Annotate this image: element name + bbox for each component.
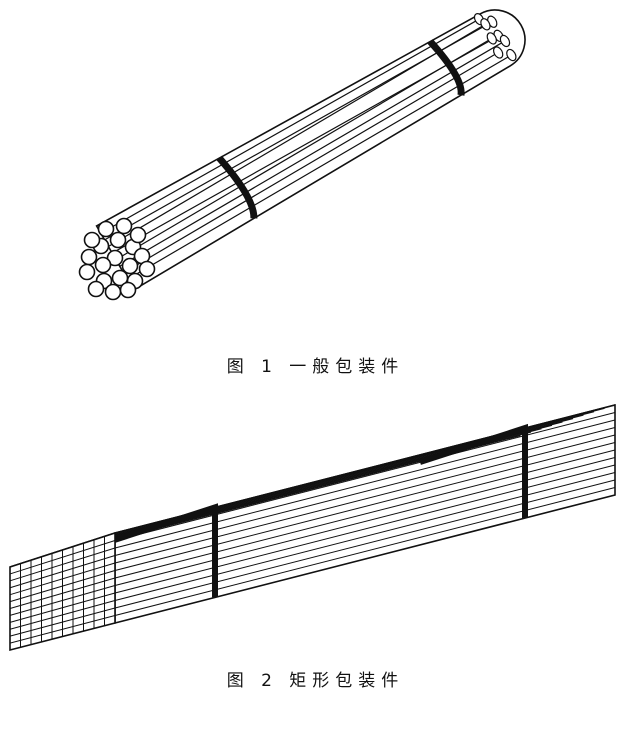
bar-line	[126, 54, 512, 280]
side-face-line	[114, 427, 616, 556]
side-face-line	[114, 487, 616, 616]
grid-row-line	[9, 585, 116, 616]
grid-row-line	[9, 555, 116, 589]
front-bar-end	[119, 281, 137, 299]
far-bar-end	[499, 34, 511, 48]
grid-row-line	[9, 547, 116, 582]
bar-line	[119, 40, 506, 267]
grid-row-line	[9, 615, 116, 644]
front-bar-end	[78, 263, 96, 281]
strap-front	[109, 503, 218, 598]
front-bar-end	[104, 283, 122, 301]
front-bar-end	[138, 260, 156, 278]
figure-rectangular-bundle	[0, 395, 631, 660]
bar-line	[108, 23, 486, 247]
front-bar-end	[87, 280, 105, 298]
front-bar-end	[129, 226, 147, 244]
strap-back	[419, 423, 528, 519]
grid-row-line	[9, 607, 116, 637]
far-bar-end	[480, 18, 491, 31]
grid-row-line	[9, 562, 116, 596]
front-bar-end	[83, 231, 101, 249]
grid-row-line	[9, 540, 116, 575]
front-bar-end	[97, 220, 115, 238]
caption-figure-2: 图 2 矩形包装件	[226, 671, 405, 691]
side-face-line	[114, 442, 616, 571]
front-bar-end	[109, 231, 127, 249]
bar-line	[100, 18, 480, 234]
round-bundle-drawing	[78, 9, 526, 301]
rectangular-bundle-drawing	[9, 403, 616, 652]
front-bar-end	[106, 249, 124, 267]
far-bar-ends	[473, 13, 517, 62]
side-face-line	[114, 449, 616, 579]
bundle-silhouette	[95, 9, 526, 292]
grid-row-line	[9, 600, 116, 630]
front-bar-ends	[78, 217, 156, 301]
side-face-line	[114, 434, 616, 564]
bar-line	[115, 37, 493, 261]
side-face-line	[114, 412, 616, 541]
front-bar-end	[115, 217, 133, 235]
front-bar-end	[80, 248, 98, 266]
side-face-line	[114, 457, 616, 586]
strap-front	[216, 155, 258, 219]
side-face-line	[114, 479, 616, 609]
grid-row-line	[9, 592, 116, 623]
front-bar-end	[94, 256, 112, 274]
strap-back	[427, 39, 465, 96]
side-face-lines	[114, 412, 616, 616]
grid-row-line	[9, 577, 116, 609]
front-bar-end	[121, 257, 139, 275]
bar-lines	[100, 18, 512, 280]
bar-line	[123, 51, 499, 274]
front-face-grid	[9, 536, 116, 648]
figure-round-bundle	[0, 0, 631, 340]
grid-row-line	[9, 570, 116, 603]
far-bar-end	[492, 46, 504, 59]
far-bar-end	[486, 32, 497, 45]
side-face-line	[114, 472, 616, 601]
far-bar-end	[506, 48, 517, 62]
side-face-line	[114, 419, 616, 549]
caption-figure-1: 图 1 一般包装件	[226, 357, 405, 377]
side-face-line	[114, 464, 616, 594]
